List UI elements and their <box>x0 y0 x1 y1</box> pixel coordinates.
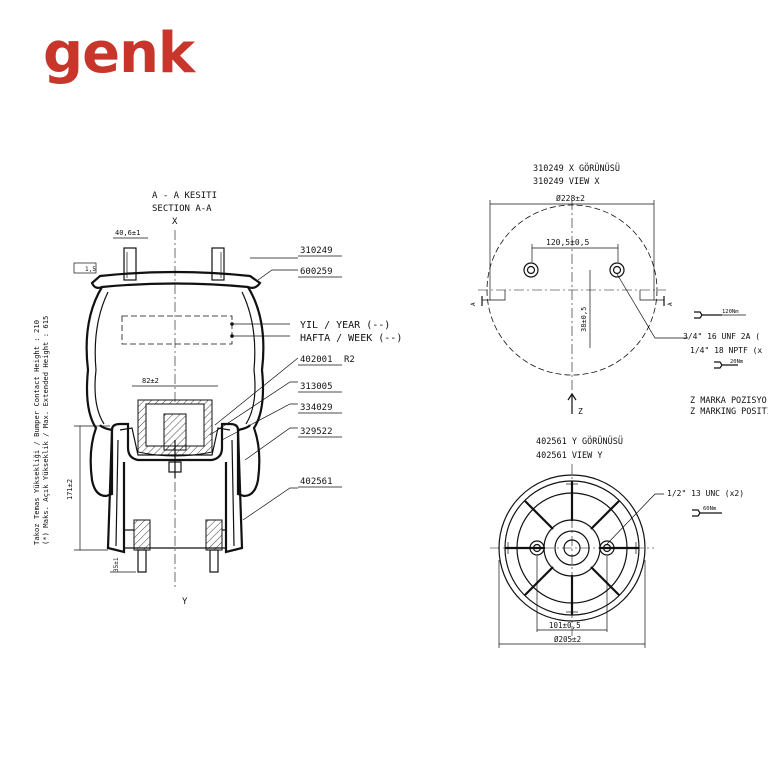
torque-wrench-icon-3 <box>692 509 722 517</box>
torque-wrench-icon-2 <box>714 361 738 369</box>
part-suffix: R2 <box>344 355 355 365</box>
part-number-334029: 334029 <box>300 403 333 413</box>
view-x-title-tr: 310249 X GÖRÜNÜSÜ <box>533 163 620 174</box>
date-year-label: YIL / YEAR (--) <box>300 320 390 331</box>
part-number-600259: 600259 <box>300 267 333 277</box>
view-x-thread-1: 3/4" 16 UNF 2A ( <box>683 332 760 341</box>
section-a-a: A - A KESITI SECTION A-A X Y 40,6±1 1,5 … <box>32 191 402 607</box>
part-number-402001: 402001 <box>300 355 333 365</box>
section-title-tr: A - A KESITI <box>152 191 217 201</box>
dim-stud-spacing: 40,6±1 <box>115 229 140 237</box>
side-note-1: Takoz Temas Yüksekliği / Bumper Contact … <box>32 320 41 545</box>
date-week-label: HAFTA / WEEK (--) <box>300 333 402 344</box>
view-y-torque: 60Nm <box>703 506 717 512</box>
view-x-title-en: 310249 VIEW X <box>533 177 600 187</box>
view-x: 310249 X GÖRÜNÜSÜ 310249 VIEW X Ø228±2 A… <box>470 163 768 417</box>
view-y-diameter: Ø205±2 <box>554 635 581 644</box>
view-x-torque-1: 120Nm <box>722 309 739 315</box>
view-x-z-mark-tr: Z MARKA POZISYO <box>690 396 767 406</box>
part-number-310249: 310249 <box>300 246 333 256</box>
view-x-thread-2: 1/4" 18 NPTF (x <box>690 346 762 355</box>
brand-logo: genk <box>43 21 195 86</box>
part-number-402561: 402561 <box>300 477 333 487</box>
view-y-title-en: 402561 VIEW Y <box>536 451 603 461</box>
section-marker-left: A <box>470 302 477 306</box>
view-y-thread: 1/2" 13 UNC (x2) <box>667 489 744 498</box>
dim-bottom-stud: 35±1 <box>113 557 120 572</box>
part-number-313005: 313005 <box>300 382 333 392</box>
view-x-hole-spacing: 120,5±0,5 <box>546 238 590 247</box>
view-x-z-label: Z <box>578 407 583 416</box>
dim-height: 171±2 <box>66 479 74 500</box>
view-x-offset: 38±0,5 <box>580 307 588 332</box>
view-x-diameter: Ø228±2 <box>556 193 585 203</box>
view-y-hole-spacing: 101±0,5 <box>549 621 581 630</box>
section-marker-right: A <box>667 302 674 306</box>
view-y: 402561 Y GÖRÜNÜSÜ 402561 VIEW Y <box>490 436 744 648</box>
view-x-torque-2: 20Nm <box>730 359 744 365</box>
torque-wrench-icon <box>694 311 722 319</box>
dim-flatness: 1,5 <box>85 266 96 273</box>
dim-inner-width: 82±2 <box>142 377 159 385</box>
axis-y-label: Y <box>182 597 188 607</box>
view-y-title-tr: 402561 Y GÖRÜNÜSÜ <box>536 436 623 447</box>
view-x-z-mark-en: Z MARKING POSITIO <box>690 407 768 417</box>
part-number-329522: 329522 <box>300 427 333 437</box>
section-title-en: SECTION A-A <box>152 204 212 214</box>
axis-x-label: X <box>172 217 178 227</box>
side-note-2: (*) Maks. Açık Yükseklik / Max. Extended… <box>41 316 50 545</box>
